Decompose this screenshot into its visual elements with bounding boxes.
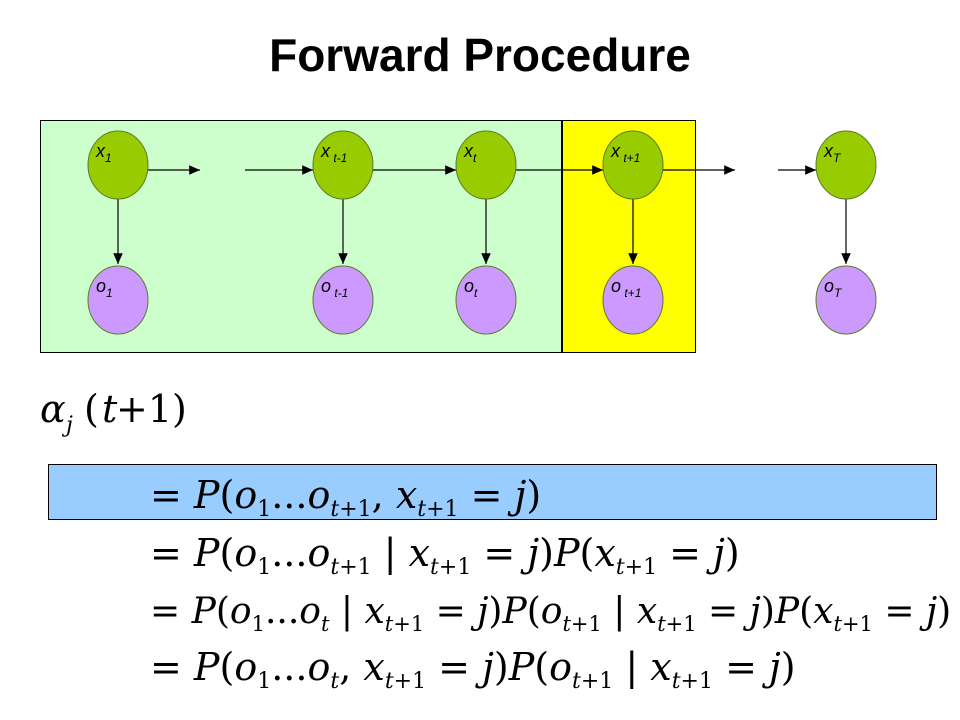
observed-node-3: ot <box>455 265 517 335</box>
nodes: x1 x t-1 xt x t+1 xT o1 o t-1 ot o t+1 oT <box>87 130 877 335</box>
svg-text:= P(o1...ot, xt+1 = j)P(ot+1 |: = P(o1...ot, xt+1 = j)P(ot+1 | xt+1 = j) <box>150 645 796 694</box>
svg-text:t: t <box>102 387 118 431</box>
svg-text:x t-1: x t-1 <box>320 141 347 165</box>
observed-node-4: o t+1 <box>602 265 664 335</box>
svg-text:= P(o1...ot+1, xt+1 = j): = P(o1...ot+1, xt+1 = j) <box>150 473 541 522</box>
equation-line-2: = P(o1...ot+1 | xt+1 = j)P(xt+1 = j) <box>150 531 740 580</box>
svg-text:xT: xT <box>823 141 842 165</box>
observed-node-1: o1 <box>87 265 149 335</box>
highlighted-equation-row <box>48 464 937 520</box>
svg-text:o1: o1 <box>96 276 113 300</box>
svg-text:o t+1: o t+1 <box>611 276 641 300</box>
hidden-node-3: xt <box>455 130 517 200</box>
svg-text:= P(o1...ot | xt+1 = j)P(ot+1: = P(o1...ot | xt+1 = j)P(ot+1 | xt+1 = j… <box>150 591 951 636</box>
hidden-node-1: x1 <box>87 130 149 200</box>
hidden-node-2: x t-1 <box>312 130 374 200</box>
svg-text:x1: x1 <box>95 141 112 165</box>
svg-text:x t+1: x t+1 <box>610 141 640 165</box>
svg-text:ot: ot <box>464 276 478 300</box>
equation-line-4: = P(o1...ot, xt+1 = j)P(ot+1 | xt+1 = j) <box>150 645 796 694</box>
svg-text:oT: oT <box>824 276 843 300</box>
equation-line-3: = P(o1...ot | xt+1 = j)P(ot+1 | xt+1 = j… <box>150 591 951 636</box>
hidden-node-4: x t+1 <box>602 130 664 200</box>
svg-text:(: ( <box>84 387 99 431</box>
equation-lhs: α j ( t +1) <box>40 387 187 438</box>
edges <box>113 165 851 264</box>
observed-node-2: o t-1 <box>312 265 374 335</box>
svg-text:o t-1: o t-1 <box>321 276 348 300</box>
slide-title: Forward Procedure <box>269 29 691 81</box>
svg-text:+1): +1) <box>116 387 187 431</box>
hidden-node-5: xT <box>815 130 877 200</box>
observed-node-5: oT <box>815 265 877 335</box>
svg-text:α: α <box>40 387 66 431</box>
svg-text:xt: xt <box>463 141 477 165</box>
equation-line-1: = P(o1...ot+1, xt+1 = j) <box>150 473 541 522</box>
svg-text:= P(o1...ot+1 | xt+1 = j)P(xt+: = P(o1...ot+1 | xt+1 = j)P(xt+1 = j) <box>150 531 740 580</box>
